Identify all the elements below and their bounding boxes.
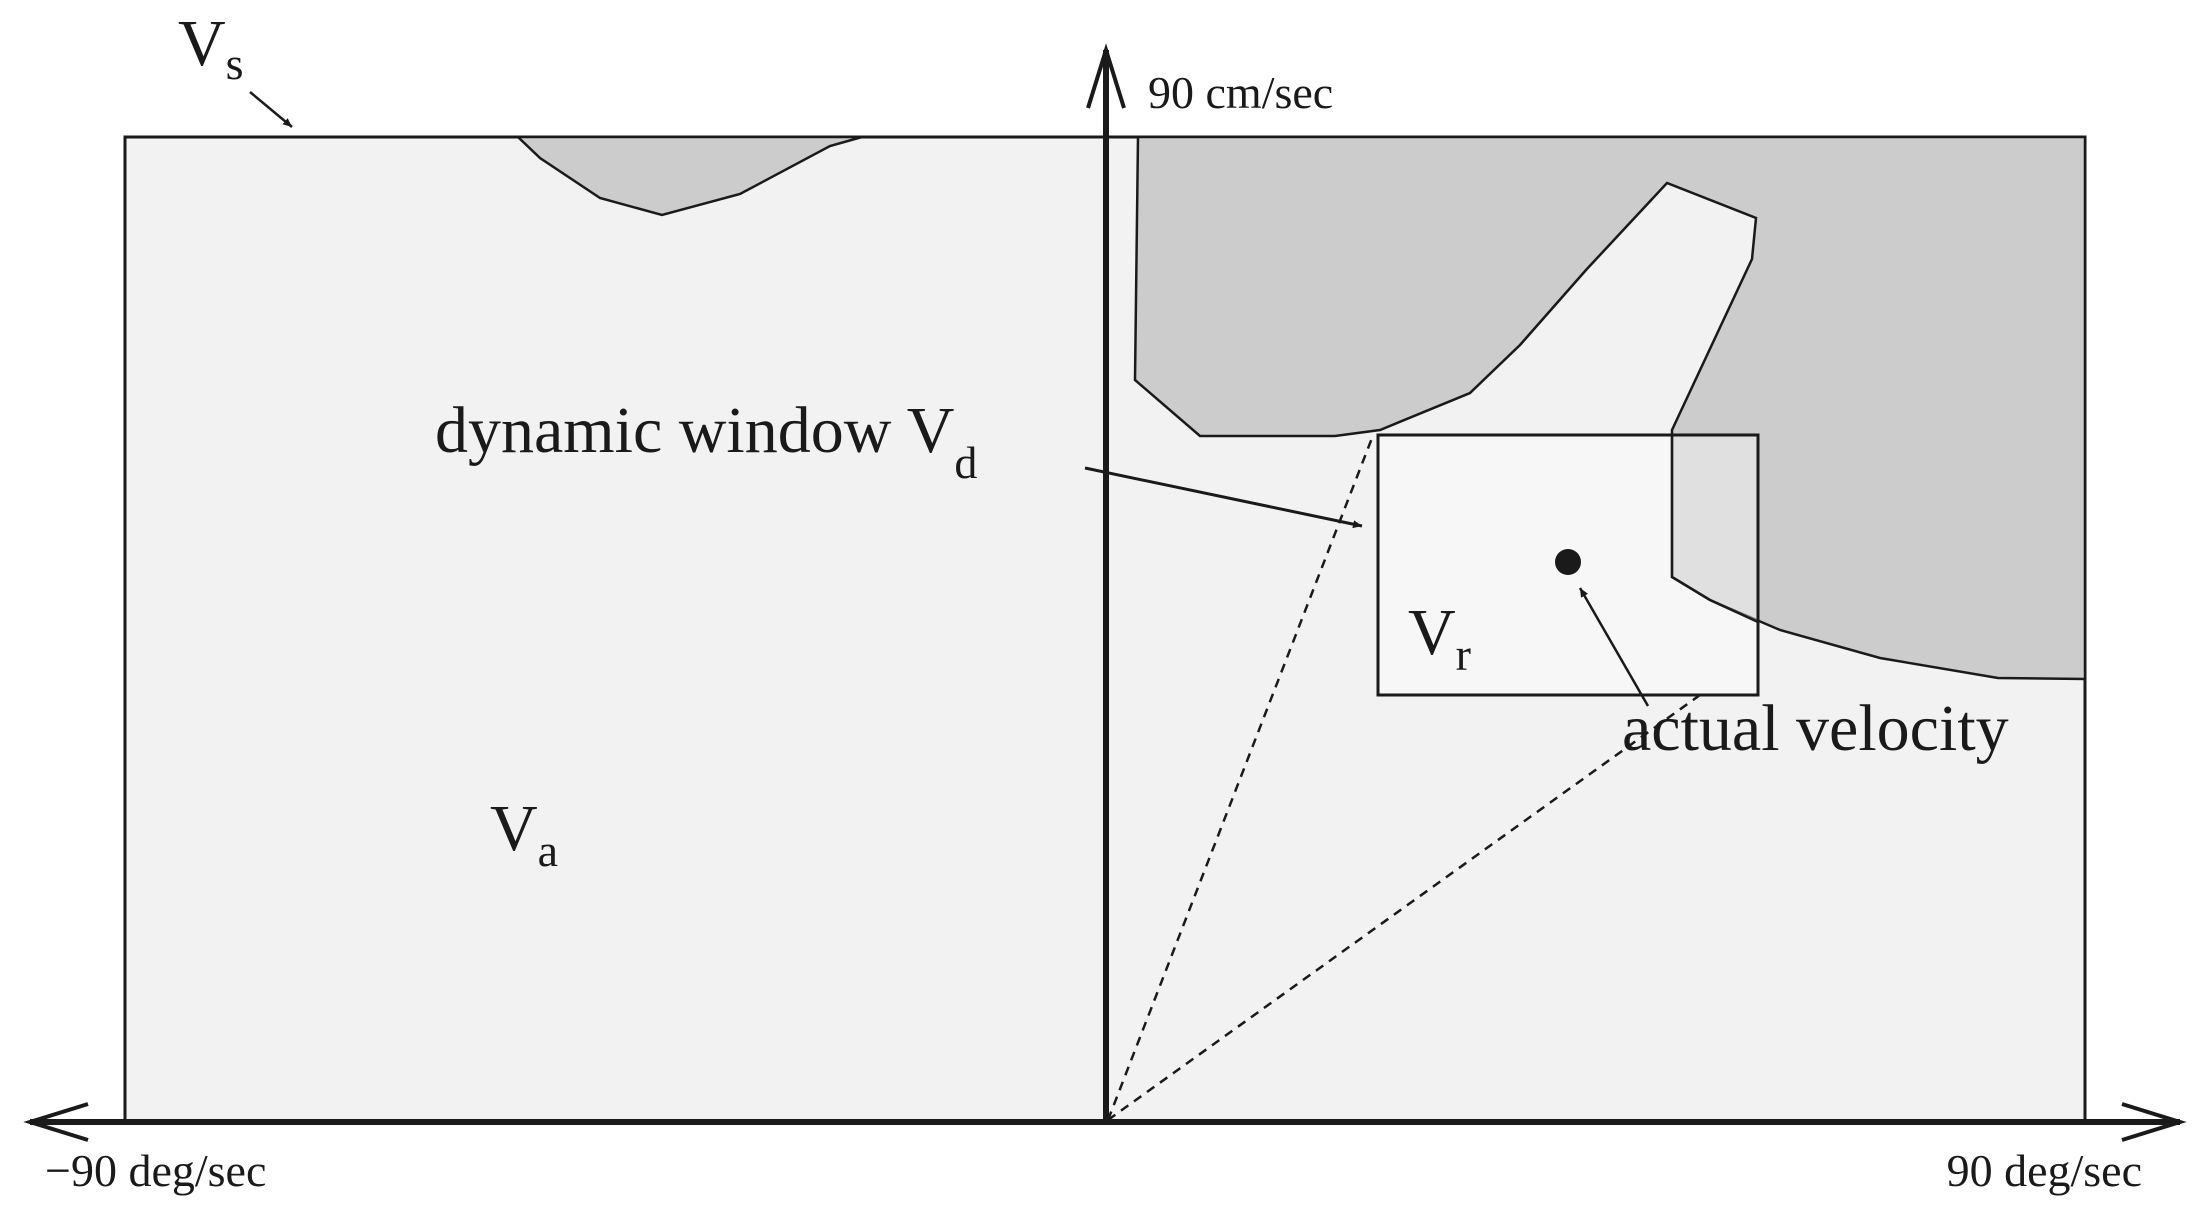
obstacle-region-top-left — [514, 135, 863, 217]
obstacle-region-right — [1133, 135, 2087, 681]
label-vs: Vs — [178, 7, 244, 89]
label-y-axis-top: 90 cm/sec — [1148, 67, 1333, 118]
label-dynamic-window: dynamic window Vd — [435, 394, 977, 488]
vs-pointer-arrow — [249, 91, 293, 128]
x-axis-left-arrowhead — [23, 1102, 89, 1142]
actual-velocity-pointer-arrow — [1578, 587, 1650, 707]
actual-velocity-point — [1555, 549, 1581, 575]
label-x-axis-right: 90 deg/sec — [1947, 1145, 2142, 1196]
x-axis-right-arrowhead — [2121, 1102, 2187, 1142]
label-va: Va — [490, 792, 558, 876]
dashed-line-upper — [1106, 437, 1374, 1121]
dynamic-window-pointer-arrow — [1084, 466, 1363, 529]
label-actual-velocity: actual velocity — [1622, 692, 2009, 765]
y-axis-arrowhead — [1086, 43, 1126, 109]
label-x-axis-left: −90 deg/sec — [45, 1145, 266, 1196]
obstacle-boundary-in-window — [1670, 436, 1759, 624]
label-vr: Vr — [1408, 596, 1471, 680]
